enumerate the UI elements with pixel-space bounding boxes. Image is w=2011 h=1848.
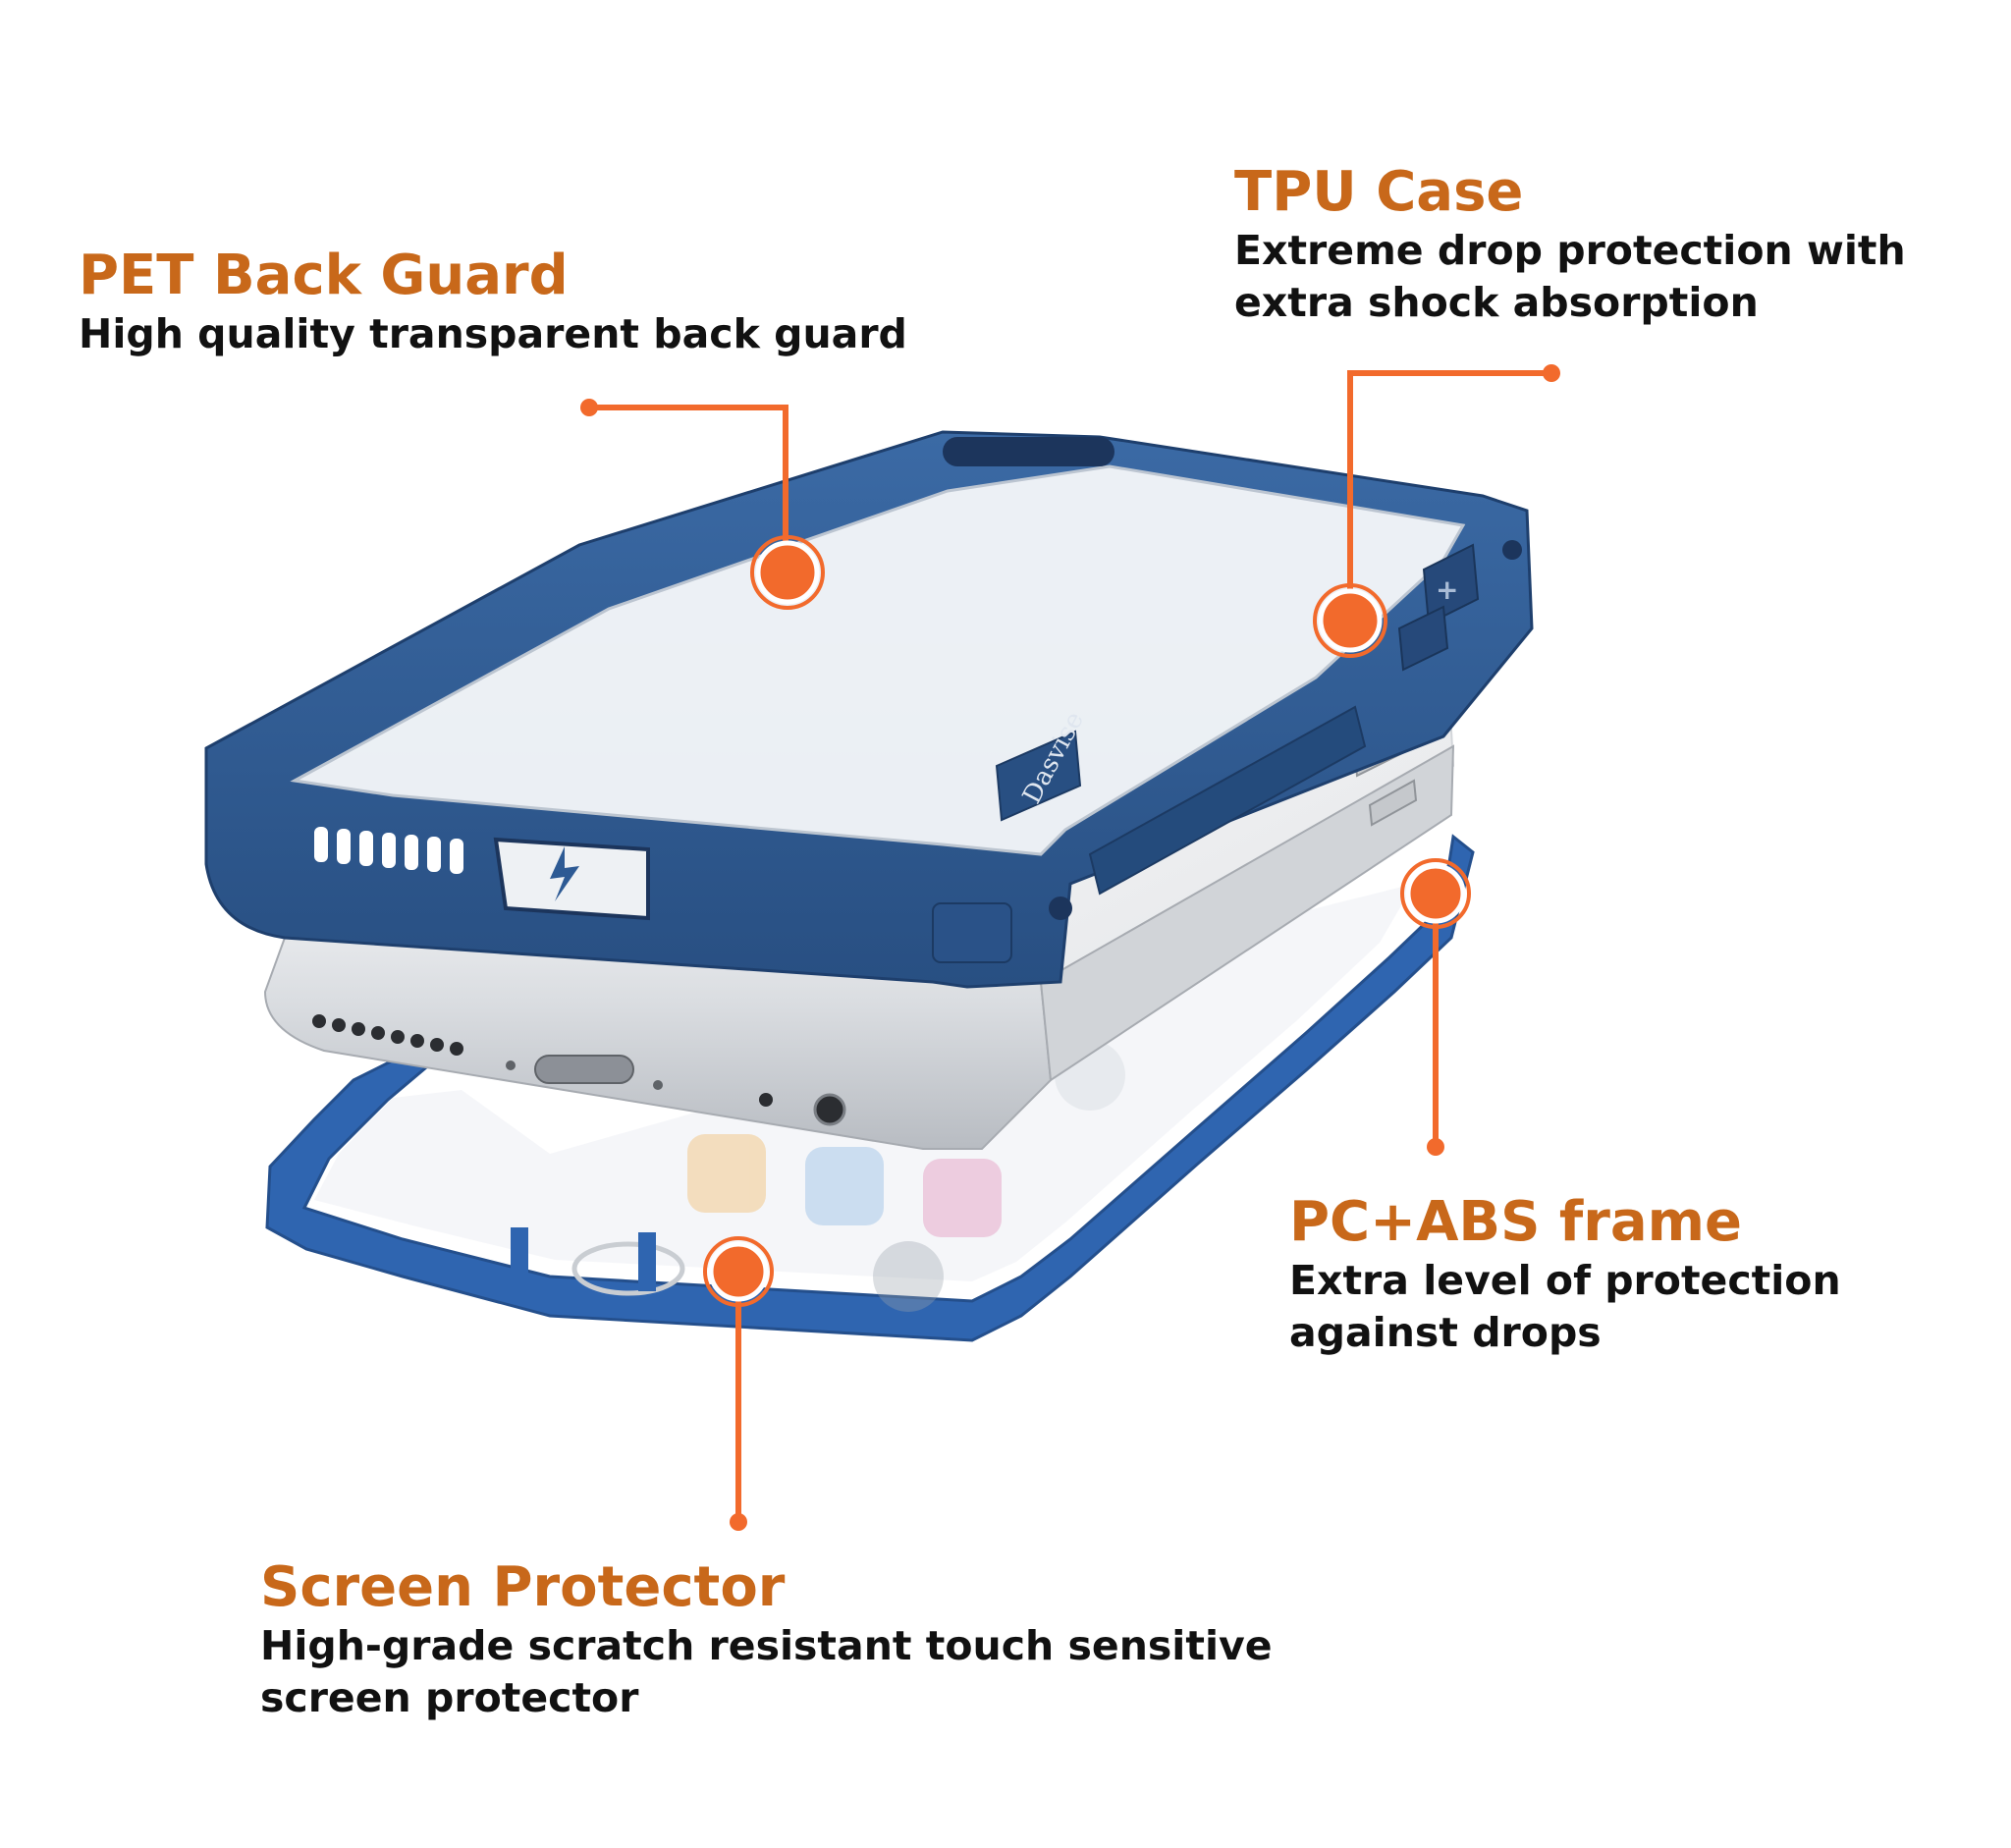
- leader-dots: [580, 364, 1560, 1531]
- target-marker-pcabs: [1405, 863, 1466, 924]
- screen-icons-ghost: [687, 1040, 1125, 1312]
- speaker-grille-icon: [312, 1014, 463, 1056]
- callout-tpu-line-2: extra shock absorption: [1234, 279, 1759, 326]
- callout-pcabs-title: PC+ABS frame: [1289, 1190, 1743, 1254]
- callout-screen-protector: Screen Protector High-grade scratch resi…: [260, 1555, 1273, 1724]
- target-marker-screen: [708, 1241, 769, 1302]
- callout-screen-line-1: High-grade scratch resistant touch sensi…: [260, 1622, 1273, 1669]
- microphone-icon: [759, 1093, 773, 1107]
- lightning-icon: [550, 846, 579, 901]
- lightning-port-icon: [534, 1055, 634, 1084]
- tpu-case: Dasvise +: [204, 430, 1534, 989]
- callout-pet-line-1: High quality transparent back guard: [79, 310, 907, 357]
- home-button-icon: [571, 1241, 685, 1296]
- target-markers: [703, 535, 1471, 1307]
- leader-lines: [589, 370, 1551, 1522]
- callout-pet-back-guard: PET Back Guard High quality transparent …: [79, 244, 907, 360]
- camera-cutout: [943, 437, 1114, 466]
- speaker-vent-slots: [314, 827, 463, 874]
- volume-minus-icon: [1397, 605, 1449, 672]
- callout-tpu-line-1: Extreme drop protection with: [1234, 227, 1906, 274]
- target-marker-pet: [755, 540, 820, 605]
- callout-pcabs-line-1: Extra level of protection: [1289, 1257, 1841, 1304]
- callout-screen-title: Screen Protector: [260, 1555, 786, 1619]
- volume-plus-icon: [1422, 543, 1480, 625]
- callout-pcabs-line-2: against drops: [1289, 1309, 1602, 1356]
- svg-text:+: +: [1436, 573, 1458, 606]
- callout-pc-abs-frame: PC+ABS frame Extra level of protection a…: [1289, 1190, 1841, 1359]
- callout-screen-line-2: screen protector: [260, 1674, 639, 1721]
- callout-tpu-title: TPU Case: [1234, 160, 1524, 224]
- headphone-jack-icon: [813, 1093, 846, 1126]
- callout-pet-title: PET Back Guard: [79, 244, 569, 307]
- grip-texture: [1088, 705, 1367, 896]
- target-marker-tpu: [1318, 588, 1383, 653]
- callout-tpu-case: TPU Case Extreme drop protection with ex…: [1234, 160, 1906, 329]
